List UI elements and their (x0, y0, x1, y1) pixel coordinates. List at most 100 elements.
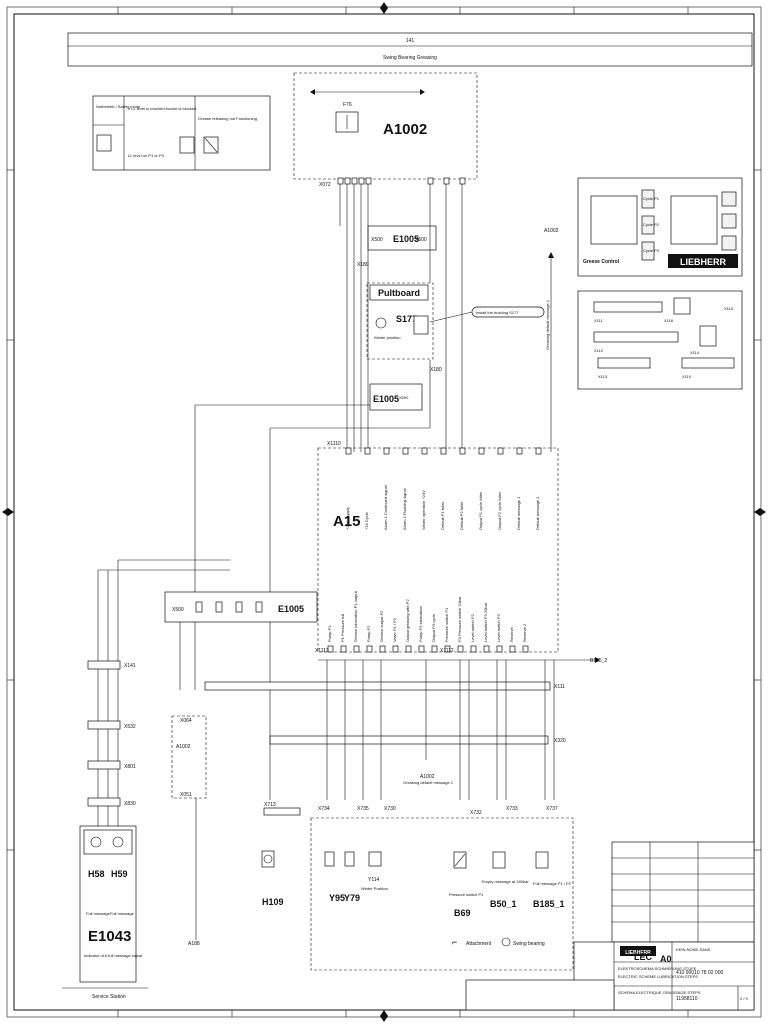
x713-label: X713 (264, 802, 276, 808)
a15-bottom-pin-11: Level switch P2 (470, 613, 475, 642)
document-number: 11958110 (676, 996, 698, 1002)
sensor-b69: B69 Pressure switch P1 (449, 851, 484, 918)
x730-label: X730 (384, 806, 396, 812)
x737-label: X737 (546, 806, 558, 812)
x801-label: X801 (124, 764, 136, 770)
connector-x112-label: X112 (594, 348, 604, 353)
safety-icon (96, 134, 112, 152)
a1002-right-note: Greasing default message 1 (545, 299, 550, 350)
pultboard-header (369, 284, 429, 301)
connector-x114-label: X114 (690, 350, 700, 355)
pultboard-label: Pultboard (378, 288, 420, 298)
a15-top-pin-terminal-6 (459, 447, 466, 455)
connector-x113-label: X113 (598, 374, 608, 379)
terminal-x141: X141 (87, 660, 136, 670)
a15-top-pin-7: Output P1 cycle fuller (478, 491, 483, 530)
switch-s177 (413, 315, 429, 335)
x733-label: X733 (506, 806, 518, 812)
a15-top-pin-terminal-3 (402, 447, 409, 455)
connector-x115-label: X115 (724, 306, 734, 311)
display-p1 (590, 195, 638, 245)
a15-bottom-pin-terminal-13 (496, 645, 503, 653)
bucket-icon (179, 136, 195, 154)
title-company: LEC (634, 952, 653, 962)
x180-top-label: X180 (357, 262, 369, 268)
x734-label: X734 (318, 806, 330, 812)
x500-left-label: X500 (371, 237, 383, 243)
cycle-p3-button (641, 241, 655, 261)
arrow-down-button (721, 235, 737, 251)
connector-x111-label: X111 (594, 318, 604, 323)
e1043-label: E1043 (88, 928, 131, 945)
swing-bearing-legend-icon (501, 937, 511, 947)
legend-attachment: Attachment (466, 941, 492, 947)
left-wiring (97, 559, 230, 830)
x141-label: X141 (124, 663, 136, 669)
a15-bottom-pin-terminal-11 (470, 645, 477, 653)
title-line-3: SCHEMA ELECTRIQUE GRAISSAGE STEPS (618, 990, 701, 995)
terminal-x830: X830 (87, 797, 136, 807)
legend-swing-bearing: Swing bearing (513, 941, 545, 947)
y79-label: Y79 (344, 893, 360, 903)
x064-label: X064 (180, 718, 192, 724)
a15-top-pin-0: +24V Supply (345, 507, 350, 530)
a15-bottom-pin-terminal-15 (522, 645, 529, 653)
note-3: LL level on P1 or P3 (128, 153, 165, 158)
winter-position-label: Winter position (374, 335, 400, 340)
a15-top-pin-6: Default P2 fuller (459, 501, 464, 530)
x1113-label: X1113 (315, 648, 329, 654)
a15-bottom-pin-terminal-3 (366, 645, 373, 653)
a15-top-pin-5: Default P1 fuller (440, 501, 445, 530)
sheet-code: 141 (406, 38, 415, 44)
x500-row-label: X500 (172, 607, 184, 613)
connector-panel: X111 X112 X113 X114 X115 X116 X110 (577, 290, 743, 390)
a15-bottom-pin-terminal-14 (509, 645, 516, 653)
s177-note: install the bushing S177 (476, 310, 519, 315)
valve-y95: Y95 Y79 (324, 851, 360, 903)
a15-bottom-pin-10: P3 Pressure switch 20bar (457, 596, 462, 642)
a15-top-pin-terminal-2 (383, 447, 390, 455)
a15-bottom-pin-15: Reserve 2 (522, 623, 527, 642)
a15-top-pin-terminal-5 (440, 447, 447, 455)
a15-label: A15 (333, 513, 361, 530)
f76-label: F76 (343, 102, 352, 108)
a15-top-pin-terminal-8 (497, 447, 504, 455)
title-block: LIEBHERR LEC A0 KEIN-NONE-SANS ELEKTROSC… (465, 841, 755, 1011)
b185-1-label: B185_1 (533, 899, 565, 909)
attachment-area (310, 817, 574, 971)
y95-label: Y95 (329, 893, 345, 903)
h58-lamp-icon (90, 836, 102, 848)
x111-label: X111 (554, 684, 565, 690)
title-line-1: ELEKTROSCHEMA SCHMIERUNG STUFE (618, 966, 697, 971)
a15-top-pin-terminal-0 (345, 447, 352, 455)
a15-bottom-pin-8: Output P3 cycle (431, 613, 436, 642)
h109-label: H109 (262, 897, 284, 907)
a15-top-pin-8: Output P2 cycle fuller (497, 491, 502, 530)
title-format: A0 (660, 954, 672, 964)
h59-caption: Full message (110, 911, 135, 916)
attachment-legend-icon: ⌐ (452, 937, 457, 947)
title-line-2: ELECTRIC SCHEME LUBRICATION STEPS (618, 974, 698, 979)
notes-col-label: Notbetrieb / Safety mode (96, 104, 141, 109)
a15-bottom-pin-14: Reserve (509, 626, 514, 642)
a15-bottom-pin-terminal-4 (379, 645, 386, 653)
sensor-b50-1: B50_1 Empty message at 160bar (482, 851, 529, 909)
display-p2 (670, 195, 718, 245)
bottom-terminal-labels: X713 X734 X735 X730 X732 X733 X737 (263, 802, 558, 816)
a15-bottom-pin-7: Pump P3 lubrication (418, 606, 423, 642)
b185-2-label: B185_2 (590, 658, 607, 664)
a1002-mid-label: A1002 (176, 744, 191, 750)
a15-bottom-pin-1: P1 Pressure full (340, 614, 345, 642)
a15-top-pin-terminal-4 (421, 447, 428, 455)
sensor-b185-1: B185_1 Full message P1 / P2 (533, 851, 572, 909)
y114-label: Y114 (368, 877, 380, 883)
h59-label: H59 (111, 869, 128, 879)
a15-top-pin-terminal-10 (535, 447, 542, 455)
cycle-p1-button (641, 189, 655, 209)
b50-1-caption: Empty message at 160bar (482, 879, 529, 884)
a15-top-pin-4: Winter operation +24V (421, 490, 426, 530)
connector-x110-label: X110 (682, 374, 692, 379)
connector-x116-label: X116 (664, 318, 674, 323)
valve-y114: Y114 Winter Position (361, 851, 388, 891)
